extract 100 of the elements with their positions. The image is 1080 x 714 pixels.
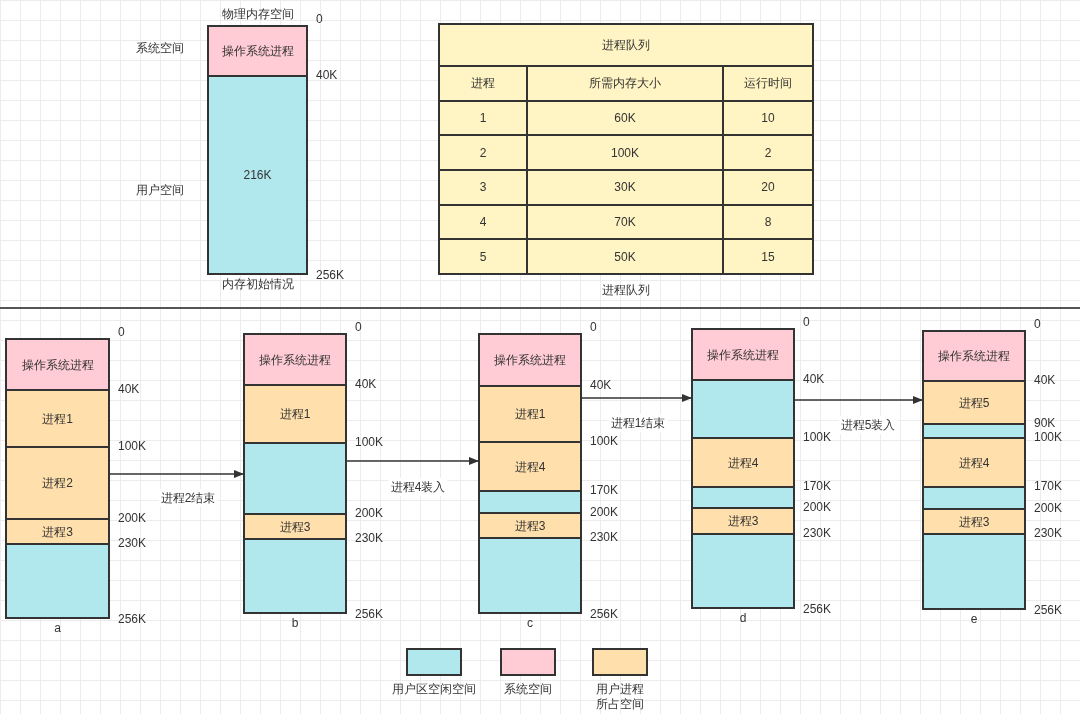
address-label: 40K bbox=[118, 382, 140, 396]
column-caption: c bbox=[527, 615, 533, 632]
free-segment bbox=[245, 442, 345, 513]
os-segment: 操作系统进程 bbox=[209, 27, 306, 75]
free-segment bbox=[693, 533, 793, 607]
table-caption: 进程队列 bbox=[602, 282, 650, 299]
address-label: 40K bbox=[316, 68, 338, 82]
address-label: 200K bbox=[803, 500, 832, 514]
address-label: 200K bbox=[118, 511, 147, 525]
free-segment bbox=[480, 490, 580, 512]
process-segment: 进程1 bbox=[245, 384, 345, 442]
legend-label: 用户区空闲空间 bbox=[391, 682, 477, 697]
column-caption: b bbox=[291, 615, 299, 632]
process-segment: 进程4 bbox=[693, 437, 793, 486]
address-label: 256K bbox=[316, 268, 345, 282]
table-cell: 3 bbox=[440, 171, 526, 204]
edge-label: 进程5装入 bbox=[838, 416, 898, 434]
process-segment: 进程3 bbox=[7, 518, 108, 543]
address-label: 230K bbox=[1034, 526, 1063, 540]
os-segment: 操作系统进程 bbox=[245, 335, 345, 384]
address-label: 200K bbox=[1034, 501, 1063, 515]
process-segment: 进程3 bbox=[693, 507, 793, 533]
os-segment: 操作系统进程 bbox=[7, 340, 108, 389]
edge-label: 进程1结束 bbox=[608, 414, 668, 432]
free-segment bbox=[924, 423, 1024, 437]
free-segment bbox=[245, 538, 345, 612]
address-label: 100K bbox=[1034, 430, 1063, 444]
address-label: 0 bbox=[316, 12, 323, 26]
table-cell: 4 bbox=[440, 205, 526, 239]
column-heading: 物理内存空间 bbox=[221, 6, 294, 23]
legend-label: 用户进程所占空间 bbox=[595, 682, 645, 712]
table-cell: 15 bbox=[724, 240, 812, 274]
table-cell: 8 bbox=[724, 205, 812, 239]
table-cell: 5 bbox=[440, 240, 526, 274]
address-label: 90K bbox=[1034, 416, 1056, 430]
table-cell: 10 bbox=[724, 101, 812, 135]
column-caption: d bbox=[739, 610, 747, 627]
os-segment: 操作系统进程 bbox=[480, 335, 580, 385]
address-label: 0 bbox=[803, 315, 810, 329]
free-segment bbox=[693, 379, 793, 437]
address-label: 170K bbox=[803, 479, 832, 493]
arrow bbox=[581, 394, 692, 402]
table-cell: 70K bbox=[528, 205, 722, 239]
table-cell: 进程 bbox=[440, 67, 526, 100]
edge-label: 进程4装入 bbox=[388, 478, 448, 496]
address-label: 0 bbox=[590, 320, 597, 334]
address-label: 230K bbox=[803, 526, 832, 540]
address-label: 256K bbox=[355, 607, 384, 621]
table-cell: 1 bbox=[440, 101, 526, 135]
process-segment: 进程3 bbox=[245, 513, 345, 538]
address-label: 0 bbox=[1034, 317, 1041, 331]
address-label: 40K bbox=[1034, 373, 1056, 387]
process-segment: 进程1 bbox=[480, 385, 580, 441]
free-segment bbox=[7, 543, 108, 617]
address-label: 170K bbox=[590, 483, 619, 497]
address-label: 256K bbox=[590, 607, 619, 621]
process-segment: 进程4 bbox=[480, 441, 580, 490]
address-label: 230K bbox=[118, 536, 147, 550]
arrow bbox=[109, 470, 244, 478]
address-label: 256K bbox=[118, 612, 147, 626]
address-label: 100K bbox=[118, 439, 147, 453]
address-label: 230K bbox=[590, 530, 619, 544]
table-cell: 100K bbox=[528, 136, 722, 170]
column-caption: e bbox=[970, 611, 978, 628]
address-label: 100K bbox=[803, 430, 832, 444]
table-cell: 20 bbox=[724, 171, 812, 204]
process-segment: 进程4 bbox=[924, 437, 1024, 486]
free-segment bbox=[480, 537, 580, 612]
free-segment: 216K bbox=[209, 75, 306, 273]
column-caption: 内存初始情况 bbox=[221, 276, 294, 293]
legend-label: 系统空间 bbox=[503, 682, 553, 697]
column-caption: a bbox=[54, 620, 61, 637]
table-cell: 60K bbox=[528, 101, 722, 135]
table-cell: 30K bbox=[528, 171, 722, 204]
address-label: 0 bbox=[118, 325, 125, 339]
address-label: 256K bbox=[803, 602, 832, 616]
address-label: 256K bbox=[1034, 603, 1063, 617]
table-header: 进程队列 bbox=[440, 25, 812, 65]
address-label: 40K bbox=[355, 377, 377, 391]
process-segment: 进程1 bbox=[7, 389, 108, 446]
region-label: 系统空间 bbox=[136, 40, 184, 57]
address-label: 40K bbox=[590, 378, 612, 392]
os-segment: 操作系统进程 bbox=[693, 330, 793, 379]
free-segment bbox=[693, 486, 793, 507]
address-label: 230K bbox=[355, 531, 384, 545]
arrow bbox=[794, 396, 923, 404]
arrow bbox=[346, 457, 479, 465]
address-label: 200K bbox=[355, 506, 384, 520]
address-label: 200K bbox=[590, 505, 619, 519]
table-cell: 50K bbox=[528, 240, 722, 274]
table-cell: 2 bbox=[440, 136, 526, 170]
address-label: 170K bbox=[1034, 479, 1063, 493]
table-cell: 运行时间 bbox=[724, 67, 812, 100]
free-segment bbox=[924, 486, 1024, 508]
edge-label: 进程2结束 bbox=[158, 489, 218, 507]
table-cell: 2 bbox=[724, 136, 812, 170]
address-label: 0 bbox=[355, 320, 362, 334]
address-label: 100K bbox=[590, 434, 619, 448]
free-segment bbox=[924, 533, 1024, 608]
table-cell: 所需内存大小 bbox=[528, 67, 722, 100]
